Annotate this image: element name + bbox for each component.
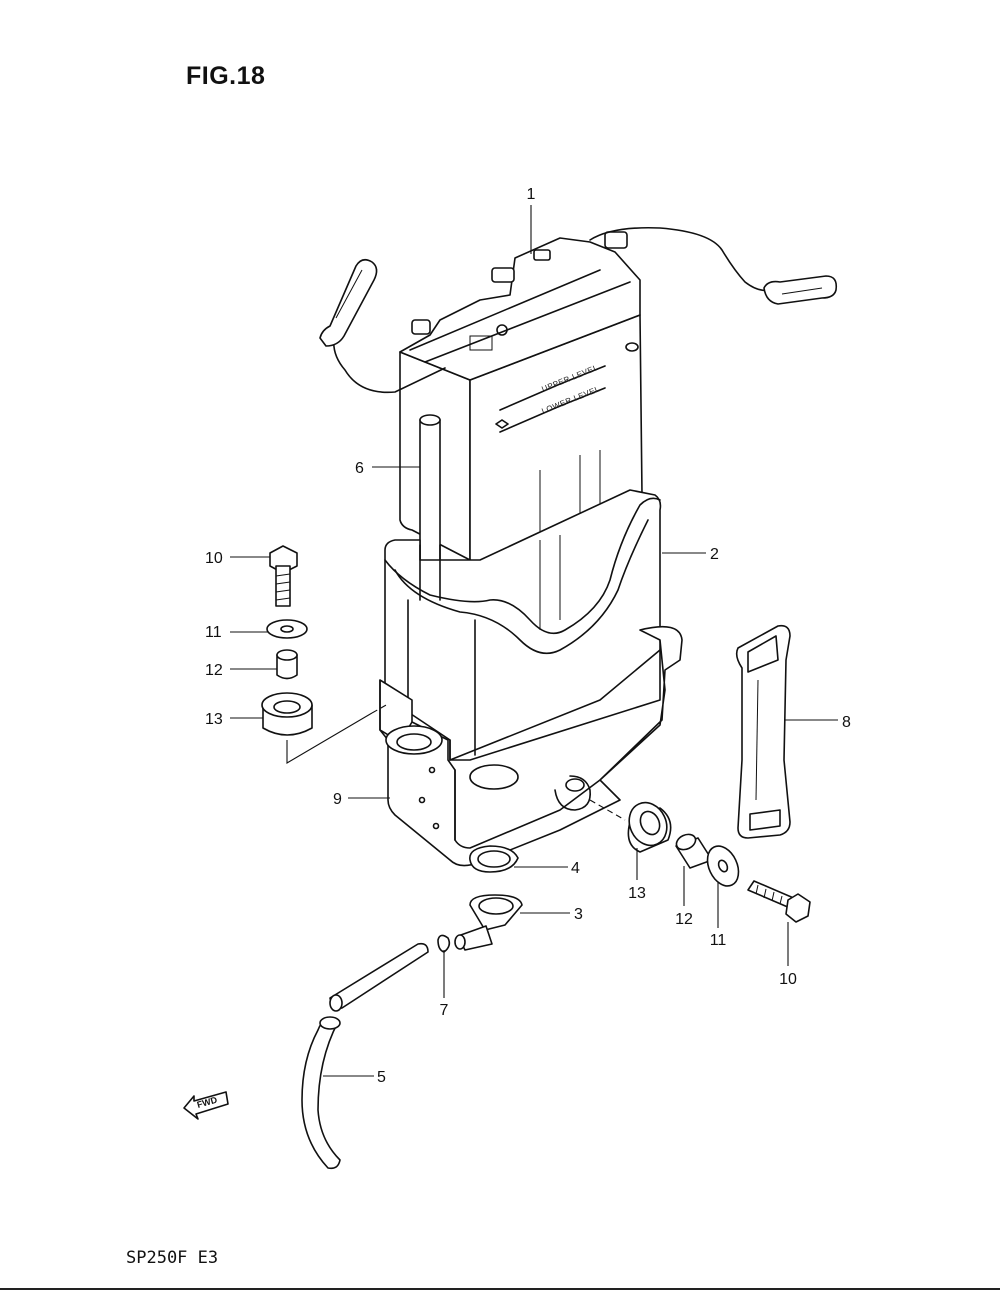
callout-13-right: 13	[628, 885, 646, 902]
callout-12-left: 12	[205, 662, 223, 679]
callout-5: 5	[377, 1069, 386, 1086]
callout-11-left: 11	[205, 624, 222, 641]
callout-8: 8	[842, 714, 851, 731]
battery-lead-wires	[319, 226, 838, 394]
callout-7: 7	[440, 1002, 449, 1019]
lower-drain-parts	[301, 845, 523, 1170]
leader-lines	[230, 205, 838, 1077]
callout-10-left: 10	[205, 550, 223, 567]
model-code: SP250F E3	[126, 1248, 219, 1268]
callout-4: 4	[571, 860, 580, 877]
callout-1: 1	[527, 186, 536, 203]
callout-2: 2	[710, 546, 719, 563]
right-fastener-stack	[589, 799, 811, 923]
callout-11-right: 11	[710, 932, 727, 949]
callout-9: 9	[333, 791, 342, 808]
callout-labels: 1 2 3 4 5 6 7 8 9 10 11 12 13 13 12 11 1…	[205, 186, 851, 1086]
fwd-direction-marker: FWD	[183, 1091, 229, 1120]
callout-10-right: 10	[779, 971, 797, 988]
callout-12-right: 12	[675, 911, 693, 928]
callout-13-left: 13	[205, 711, 223, 728]
battery-case	[384, 489, 662, 761]
battery-band	[735, 624, 791, 839]
callout-6: 6	[355, 460, 364, 477]
figure-title: FIG.18	[186, 62, 266, 90]
bottom-rule	[0, 1288, 1000, 1290]
left-fastener-stack	[261, 545, 389, 764]
callout-3: 3	[574, 906, 583, 923]
battery: UPPER LEVEL LOWER LEVEL	[399, 231, 643, 564]
battery-bracket	[379, 625, 683, 867]
